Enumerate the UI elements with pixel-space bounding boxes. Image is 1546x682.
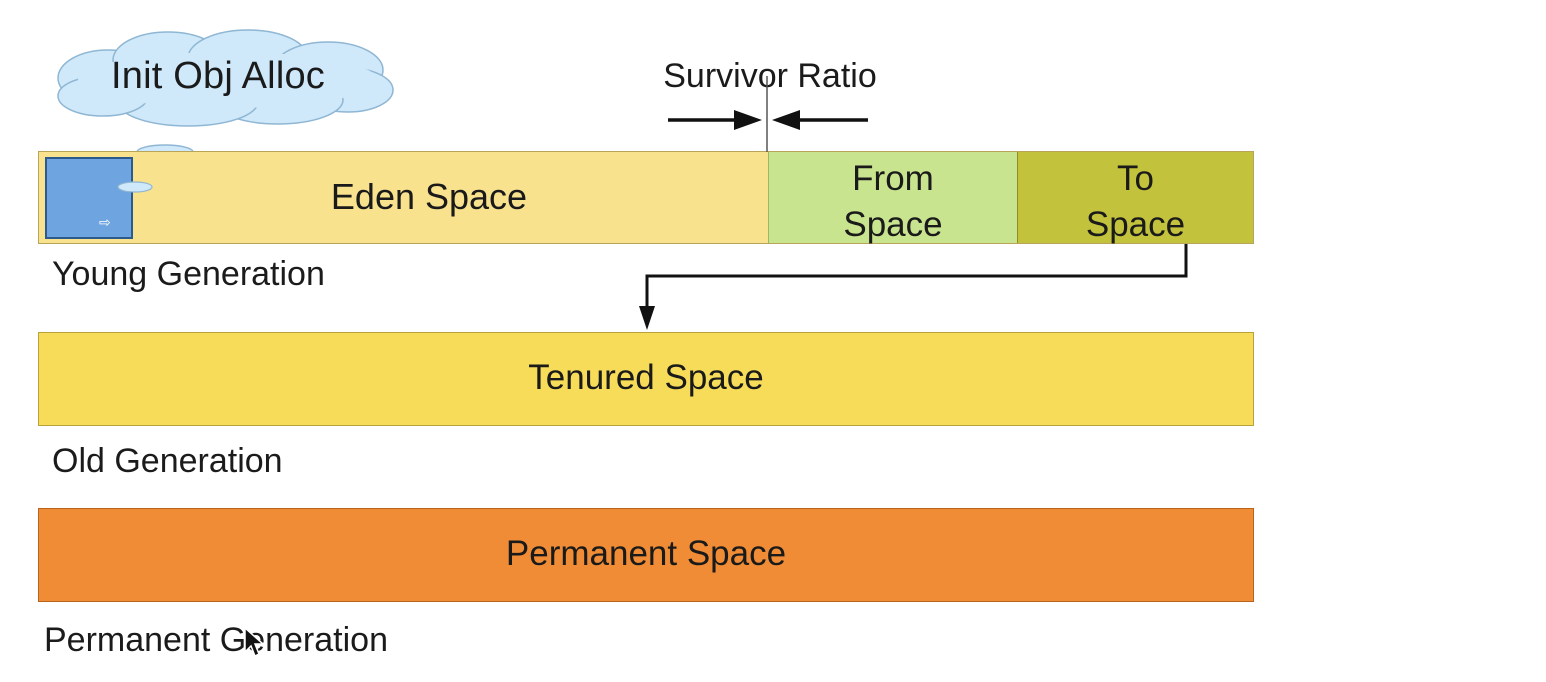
survivor-arrow-right-head [734,110,762,130]
tenured-space-label: Tenured Space [528,358,764,397]
from-space-line-2: Space [843,205,943,244]
init-obj-alloc-cloud [57,29,394,160]
from-space: From Space [768,152,1017,244]
from-space-label: From Space [769,156,1017,248]
tenured-space: Tenured Space [38,332,1254,426]
thought-bubble-small [117,181,153,193]
young-generation-label: Young Generation [52,255,325,293]
to-space: To Space [1017,152,1253,244]
to-space-line-1: To [1117,159,1154,198]
arrow-glyph-icon: ⇨ [99,214,111,230]
survivor-arrow-left-head [772,110,800,130]
eden-space: ⇨ Eden Space [39,152,768,243]
permanent-generation-label: Permanent Generation [44,621,388,659]
to-space-label: To Space [1018,156,1253,248]
promotion-arrow-line [645,244,1188,312]
eden-space-label: Eden Space [330,176,528,217]
to-space-line-2: Space [1085,205,1186,244]
mouse-pointer-icon [244,626,265,658]
allocated-object-icon: ⇨ [45,157,133,239]
survivor-ratio-label: Survivor Ratio [663,57,877,95]
promotion-arrow-head [639,306,655,330]
from-space-line-1: From [852,159,934,198]
young-generation-bar: ⇨ Eden Space From Space To Space [38,151,1254,244]
cloud-label: Init Obj Alloc [110,55,325,97]
old-generation-label: Old Generation [52,442,283,480]
permanent-space: Permanent Space [38,508,1254,602]
permanent-space-label: Permanent Space [505,534,787,573]
